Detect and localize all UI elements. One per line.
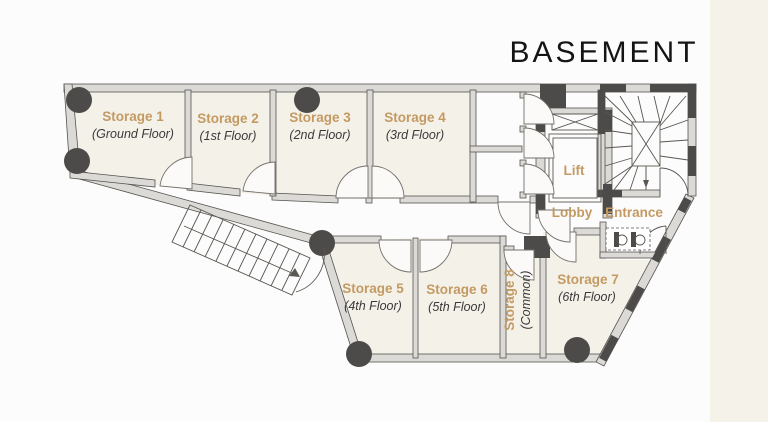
door-storage-3 xyxy=(335,165,369,199)
storage-3-label: Storage 3 xyxy=(289,110,351,125)
storage-6-label: Storage 6 xyxy=(426,282,488,297)
column xyxy=(309,230,335,256)
column xyxy=(346,341,372,367)
door-storage-2 xyxy=(242,161,276,195)
room-storage-5 xyxy=(322,238,415,358)
storage-8-label: Storage 8 xyxy=(502,269,517,331)
lift-label: Lift xyxy=(564,163,585,178)
storage-4-floor: (3rd Floor) xyxy=(386,128,444,142)
door-storage-4 xyxy=(371,165,405,199)
storage-3-floor: (2nd Floor) xyxy=(289,128,350,142)
column xyxy=(64,148,90,174)
storage-2-floor: (1st Floor) xyxy=(200,129,257,143)
room-storage-3 xyxy=(275,90,370,199)
diagonal-stair-icon xyxy=(171,204,325,296)
column xyxy=(66,87,92,113)
entrance-label: Entrance xyxy=(605,205,663,220)
labels-layer: Storage 1 (Ground Floor) Storage 2 (1st … xyxy=(92,109,663,331)
storage-7-label: Storage 7 xyxy=(557,272,619,287)
column xyxy=(294,87,320,113)
door-corridor xyxy=(497,201,531,235)
door-lobby xyxy=(537,209,571,243)
storage-2-label: Storage 2 xyxy=(197,111,259,126)
door-storage-6 xyxy=(419,239,453,273)
storage-6-floor: (5th Floor) xyxy=(428,300,486,314)
storage-5-label: Storage 5 xyxy=(342,281,404,296)
door-closet-3 xyxy=(523,163,555,195)
room-storage-2 xyxy=(190,90,274,196)
lobby-label: Lobby xyxy=(552,205,593,220)
background-strip xyxy=(710,0,768,422)
door-storage-8 xyxy=(503,249,535,281)
storage-4-label: Storage 4 xyxy=(384,110,446,125)
storage-8-floor: (Common) xyxy=(519,270,533,329)
winder-stair-icon xyxy=(604,95,689,197)
doors-layer xyxy=(159,93,667,281)
room-storage-4 xyxy=(371,90,472,199)
room-storage-1 xyxy=(72,90,187,188)
storage-7-floor: (6th Floor) xyxy=(558,290,616,304)
door-closet-2 xyxy=(523,127,555,159)
page-title: BASEMENT xyxy=(509,36,698,69)
lift-icon xyxy=(548,113,602,203)
storage-1-label: Storage 1 xyxy=(102,109,164,124)
room-storage-7 xyxy=(543,232,654,360)
door-storage-5 xyxy=(378,239,412,273)
bike-rack-icon xyxy=(605,227,651,251)
column xyxy=(564,337,590,363)
door-closet-1 xyxy=(523,93,555,125)
room-fills xyxy=(72,90,654,360)
room-storage-6 xyxy=(416,238,503,358)
door-storage-1 xyxy=(159,156,193,190)
storage-5-floor: (4th Floor) xyxy=(344,299,402,313)
storage-1-floor: (Ground Floor) xyxy=(92,127,174,141)
walls-layer xyxy=(63,83,697,367)
